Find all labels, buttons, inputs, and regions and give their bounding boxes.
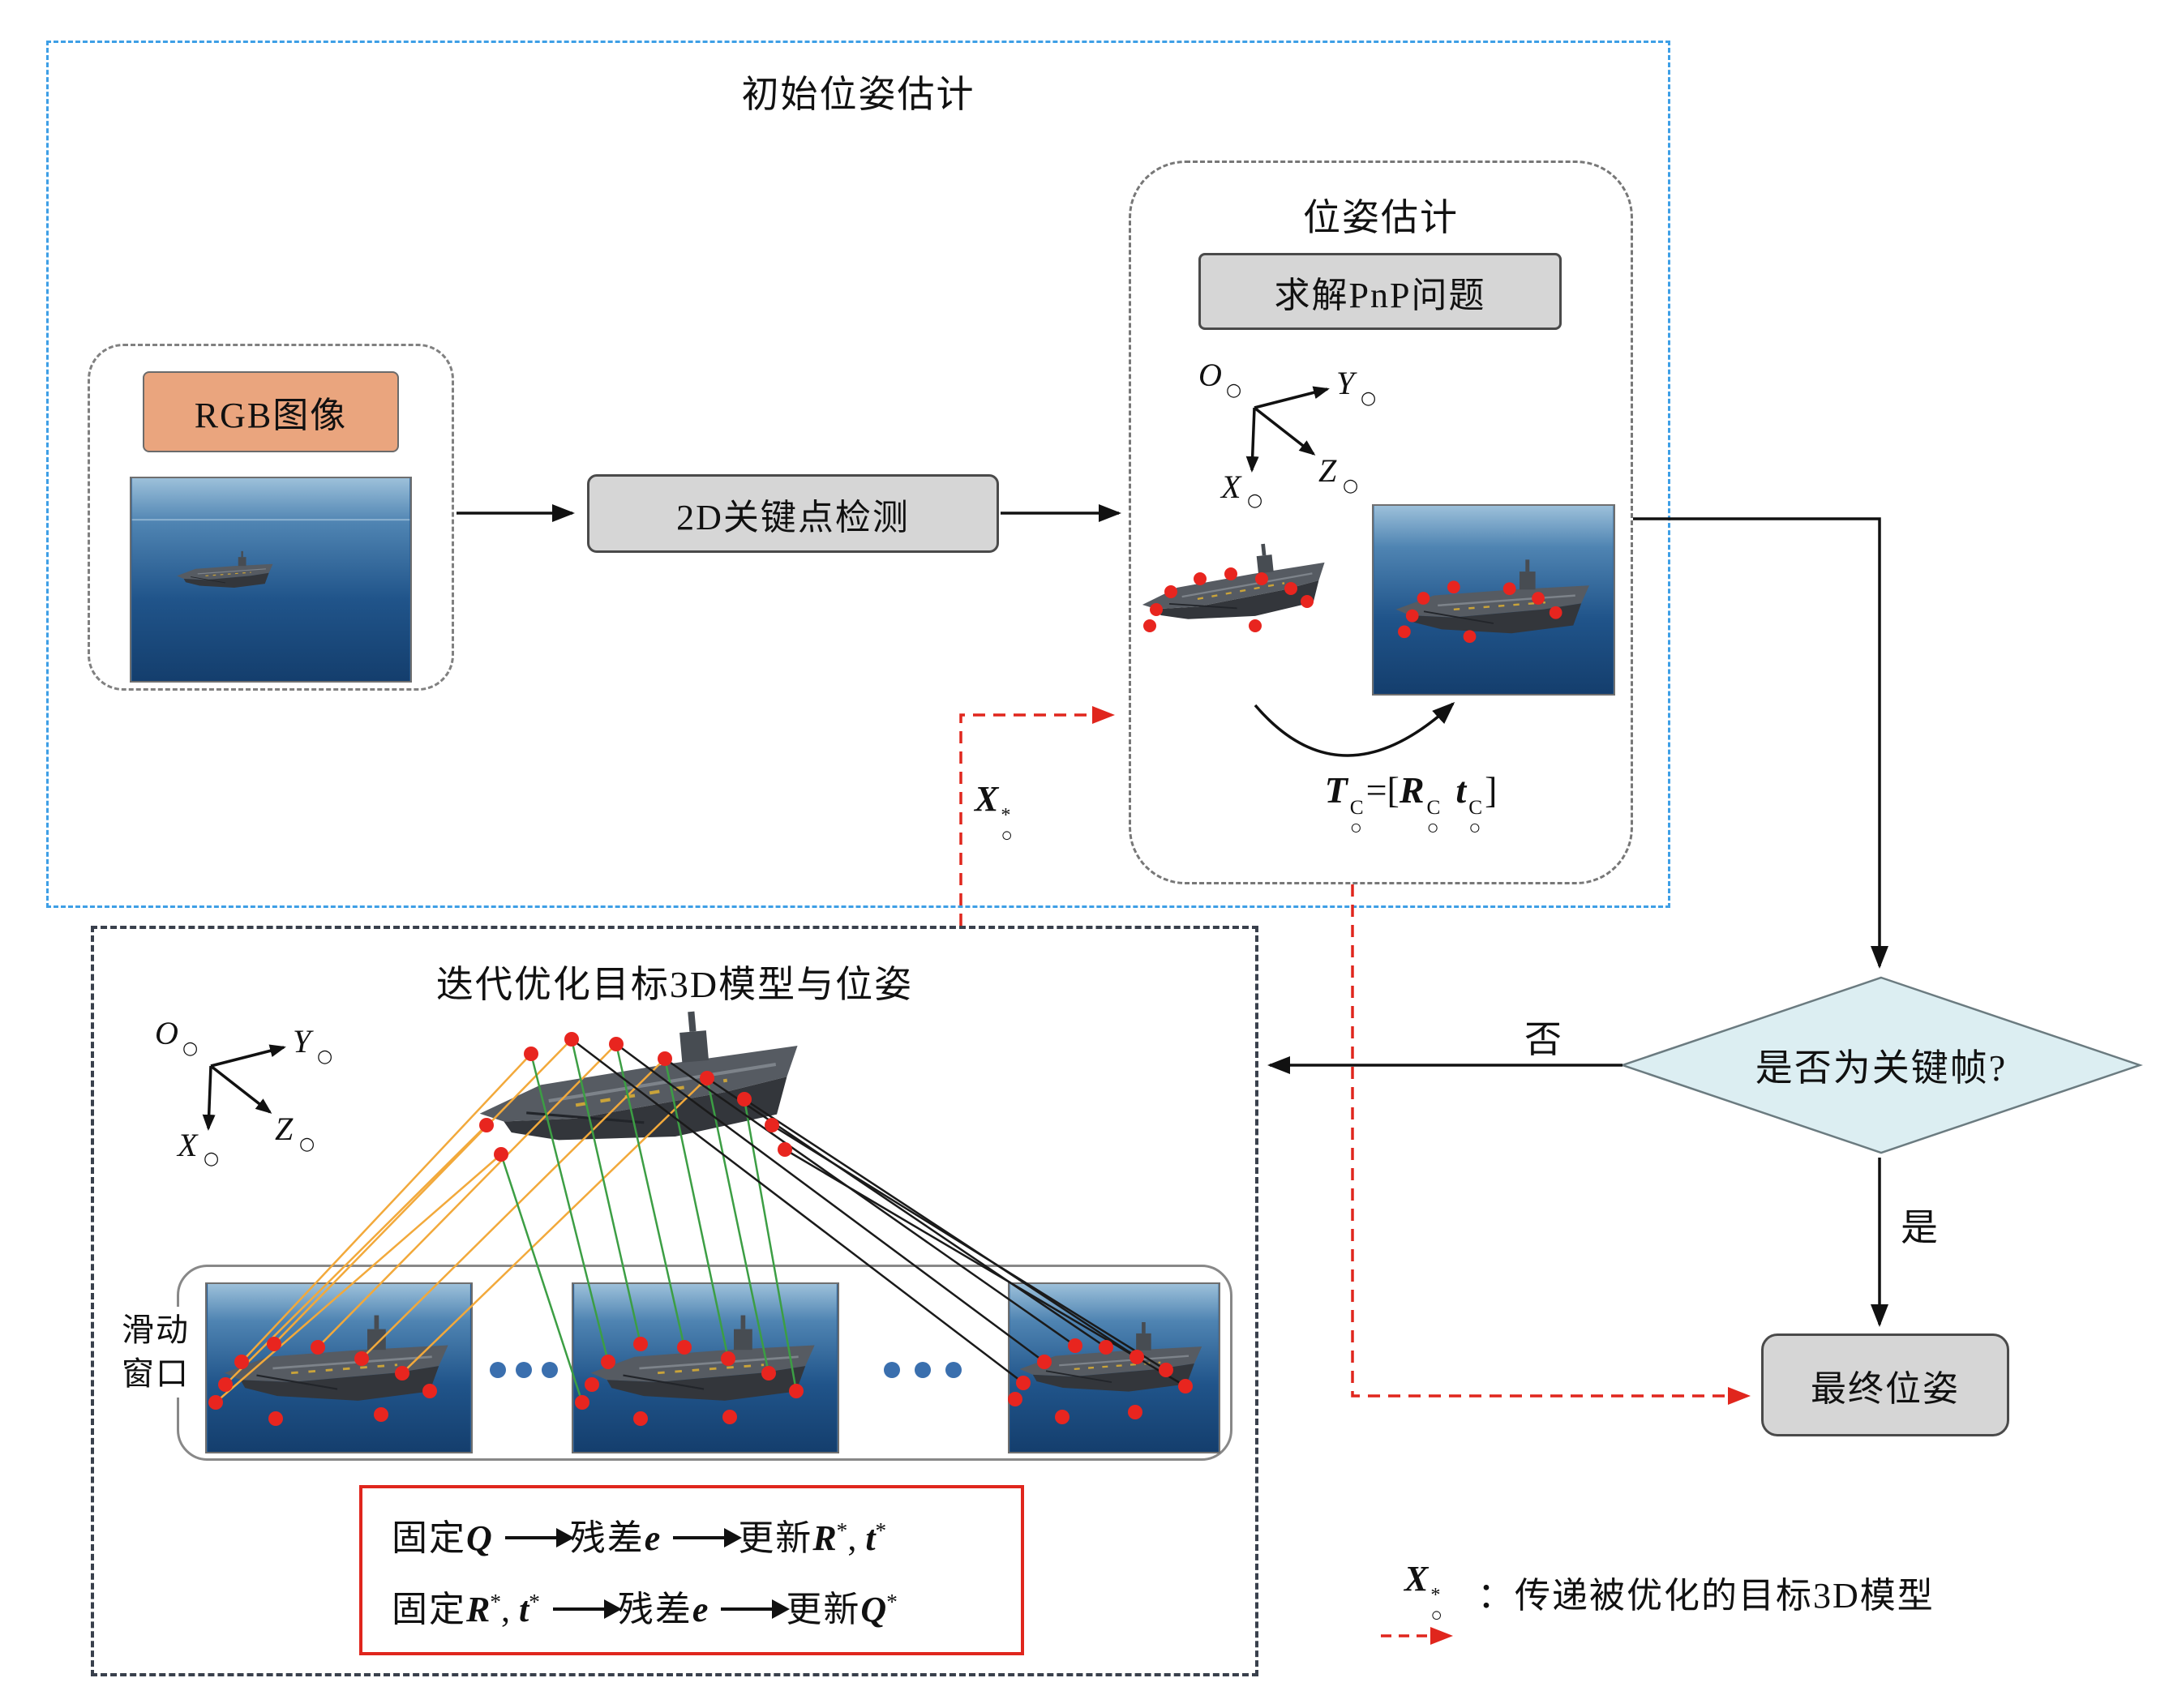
- keypoint-detection-box: 2D关键点检测: [587, 474, 999, 553]
- initial-section-title: 初始位姿估计: [741, 74, 975, 115]
- model-keypoints: [1143, 567, 1314, 632]
- svg-text:○: ○: [1247, 490, 1262, 509]
- image-keypoints: [1398, 580, 1562, 644]
- svg-text:X: X: [176, 1127, 199, 1163]
- rgb-image-label: RGB图像: [143, 371, 399, 452]
- optimization-3d-model: [466, 1004, 815, 1178]
- final-pose-box: 最终位姿: [1761, 1333, 2009, 1436]
- svg-text:X: X: [1220, 469, 1242, 505]
- red-dashed-arrow-icon: [1381, 1626, 1453, 1645]
- sliding-window-label: 滑动 窗口: [118, 1307, 193, 1398]
- svg-text:Y: Y: [1336, 365, 1357, 401]
- rgb-input-image: [130, 477, 412, 683]
- window-frame-2: [572, 1282, 839, 1453]
- pose-estimation-group: [1129, 161, 1633, 884]
- svg-text:○: ○: [299, 1134, 315, 1154]
- pose-estimation-title: 位姿估计: [1303, 197, 1459, 238]
- pose-3d-model: [1136, 537, 1331, 632]
- legend-symbol: X*○: [1372, 1558, 1477, 1646]
- keyframe-decision-label: 是否为关键帧?: [1755, 1047, 2008, 1089]
- initial-pose-section: [46, 41, 1670, 908]
- legend-x-star: X*○: [1404, 1559, 1442, 1626]
- svg-text:Y: Y: [293, 1023, 314, 1059]
- svg-text:○: ○: [317, 1047, 332, 1067]
- svg-text:○: ○: [1361, 388, 1376, 409]
- optimization-coordinate-axes: O○ Y○ X○ Z○: [155, 1015, 332, 1167]
- svg-text:O: O: [1198, 357, 1222, 393]
- pose-coordinate-axes: O○ Y○ X○ Z○: [1198, 357, 1376, 509]
- legend: X*○ ： 传递被优化的目标3D模型: [1372, 1558, 1935, 1646]
- svg-text:○: ○: [182, 1038, 198, 1059]
- right-arrow-icon: [504, 1527, 574, 1547]
- svg-text:Z: Z: [1318, 452, 1337, 489]
- decision-no-label: 否: [1524, 1019, 1563, 1060]
- svg-text:○: ○: [1226, 380, 1241, 400]
- optimization-title: 迭代优化目标3D模型与位姿: [435, 964, 914, 1005]
- rgb-image-group: [88, 344, 454, 691]
- svg-text:Z: Z: [275, 1111, 294, 1147]
- right-arrow-icon: [552, 1599, 622, 1620]
- svg-text:○: ○: [1343, 476, 1358, 496]
- legend-colon: ：: [1477, 1576, 1515, 1616]
- window-frame-3: [1008, 1282, 1220, 1453]
- window-frame-1: [205, 1282, 473, 1453]
- optimization-section: [91, 926, 1258, 1676]
- legend-description: 传递被优化的目标3D模型: [1515, 1576, 1935, 1616]
- pose-projection-image: [1372, 504, 1615, 696]
- svg-text:O: O: [155, 1015, 178, 1051]
- right-arrow-icon: [673, 1527, 743, 1547]
- svg-text:○: ○: [204, 1149, 219, 1167]
- decision-yes-label: 是: [1901, 1207, 1940, 1248]
- pnp-solver-box: 求解PnP问题: [1198, 253, 1562, 330]
- right-arrow-icon: [721, 1599, 791, 1620]
- x-star-label: X*○: [975, 779, 1013, 846]
